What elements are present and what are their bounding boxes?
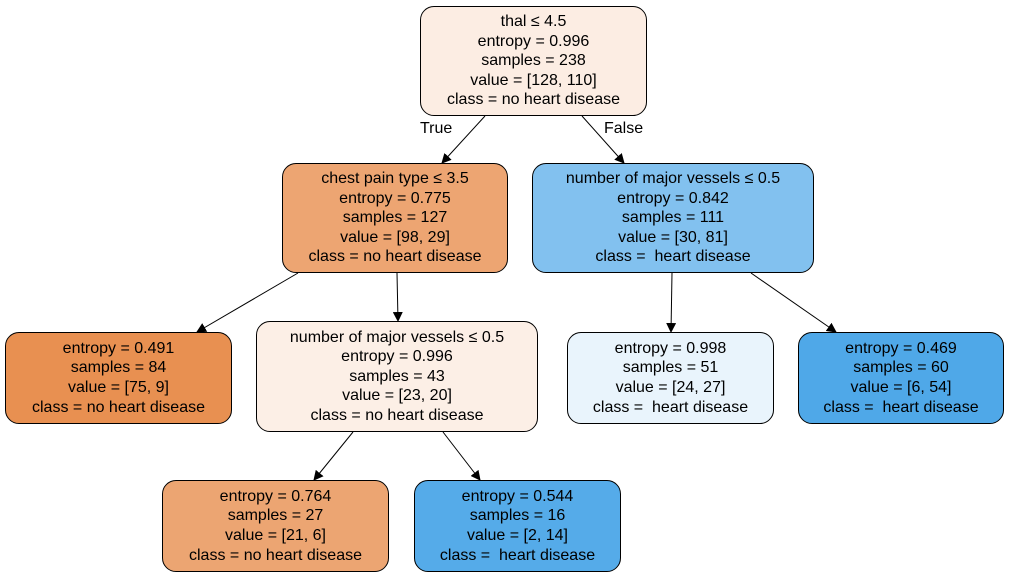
- node-line: samples = 84: [70, 359, 167, 377]
- node-line: samples = 51: [622, 359, 719, 377]
- node-line: value = [98, 29]: [340, 228, 450, 246]
- node-line: thal ≤ 4.5: [500, 13, 567, 31]
- node-line: class = heart disease: [439, 546, 596, 564]
- node-line: class = no heart disease: [189, 546, 362, 564]
- node-line: class = no heart disease: [447, 91, 620, 109]
- edge-n1-n3: [196, 272, 299, 333]
- node-line: class = no heart disease: [308, 248, 482, 266]
- node-line: number of major vessels ≤ 0.5: [565, 170, 781, 188]
- node-line: samples = 16: [469, 507, 566, 525]
- tree-leaf-center: entropy = 0.998 samples = 51 value = [24, …: [567, 332, 774, 424]
- node-line: class = heart disease: [823, 398, 979, 416]
- node-line: value = [30, 81]: [618, 228, 728, 246]
- node-line: entropy = 0.491: [62, 339, 175, 357]
- edge-n4-n8: [442, 431, 481, 481]
- node-line: entropy = 0.469: [845, 339, 957, 357]
- node-line: entropy = 0.998: [614, 339, 727, 357]
- edge-label-true: True: [420, 120, 453, 137]
- edge-n0-n2: [581, 115, 625, 164]
- tree-leaf-left: entropy = 0.491 samples = 84 value = [75, …: [5, 332, 232, 424]
- edge-n4-n7: [313, 431, 354, 481]
- node-line: value = [128, 110]: [470, 71, 597, 89]
- node-line: entropy = 0.775: [339, 189, 451, 207]
- node-line: entropy = 0.764: [219, 487, 332, 505]
- tree-leaf-right: entropy = 0.469 samples = 60 value = [6, 5…: [798, 332, 1004, 424]
- node-line: entropy = 0.842: [617, 189, 729, 207]
- node-line: samples = 111: [621, 209, 725, 227]
- node-line: number of major vessels ≤ 0.5: [289, 328, 505, 346]
- edge-n2-n6: [750, 272, 837, 333]
- node-line: entropy = 0.996: [477, 32, 590, 50]
- edge-n1-n4: [392, 272, 403, 322]
- node-line: class = no heart disease: [310, 406, 484, 424]
- node-line: value = [6, 54]: [850, 379, 952, 396]
- edge-n0-n1: [441, 115, 486, 164]
- node-line: samples = 127: [342, 209, 448, 227]
- edge-label-false: False: [604, 120, 644, 137]
- node-line: value = [2, 14]: [467, 527, 568, 544]
- tree-leaf-bottom-right: entropy = 0.544 samples = 16 value = [2, 1…: [414, 480, 621, 572]
- node-line: class = heart disease: [592, 398, 749, 416]
- tree-node-vessels-left: number of major vessels ≤ 0.5 entropy = 0…: [256, 321, 538, 432]
- node-line: value = [24, 27]: [615, 379, 726, 396]
- node-line: class = no heart disease: [32, 398, 205, 416]
- node-line: entropy = 0.996: [341, 348, 453, 366]
- node-line: value = [23, 20]: [342, 387, 452, 405]
- tree-leaf-bottom-left: entropy = 0.764 samples = 27 value = [21, …: [162, 480, 389, 572]
- node-line: samples = 60: [853, 359, 949, 377]
- node-line: entropy = 0.544: [461, 487, 574, 505]
- node-line: value = [21, 6]: [225, 527, 326, 544]
- edge-n2-n5: [666, 272, 677, 333]
- node-line: samples = 27: [227, 507, 324, 525]
- node-line: value = [75, 9]: [68, 379, 169, 396]
- node-line: samples = 43: [349, 367, 445, 385]
- node-line: samples = 238: [481, 52, 586, 70]
- node-line: class = heart disease: [595, 248, 751, 266]
- node-line: chest pain type ≤ 3.5: [321, 170, 469, 188]
